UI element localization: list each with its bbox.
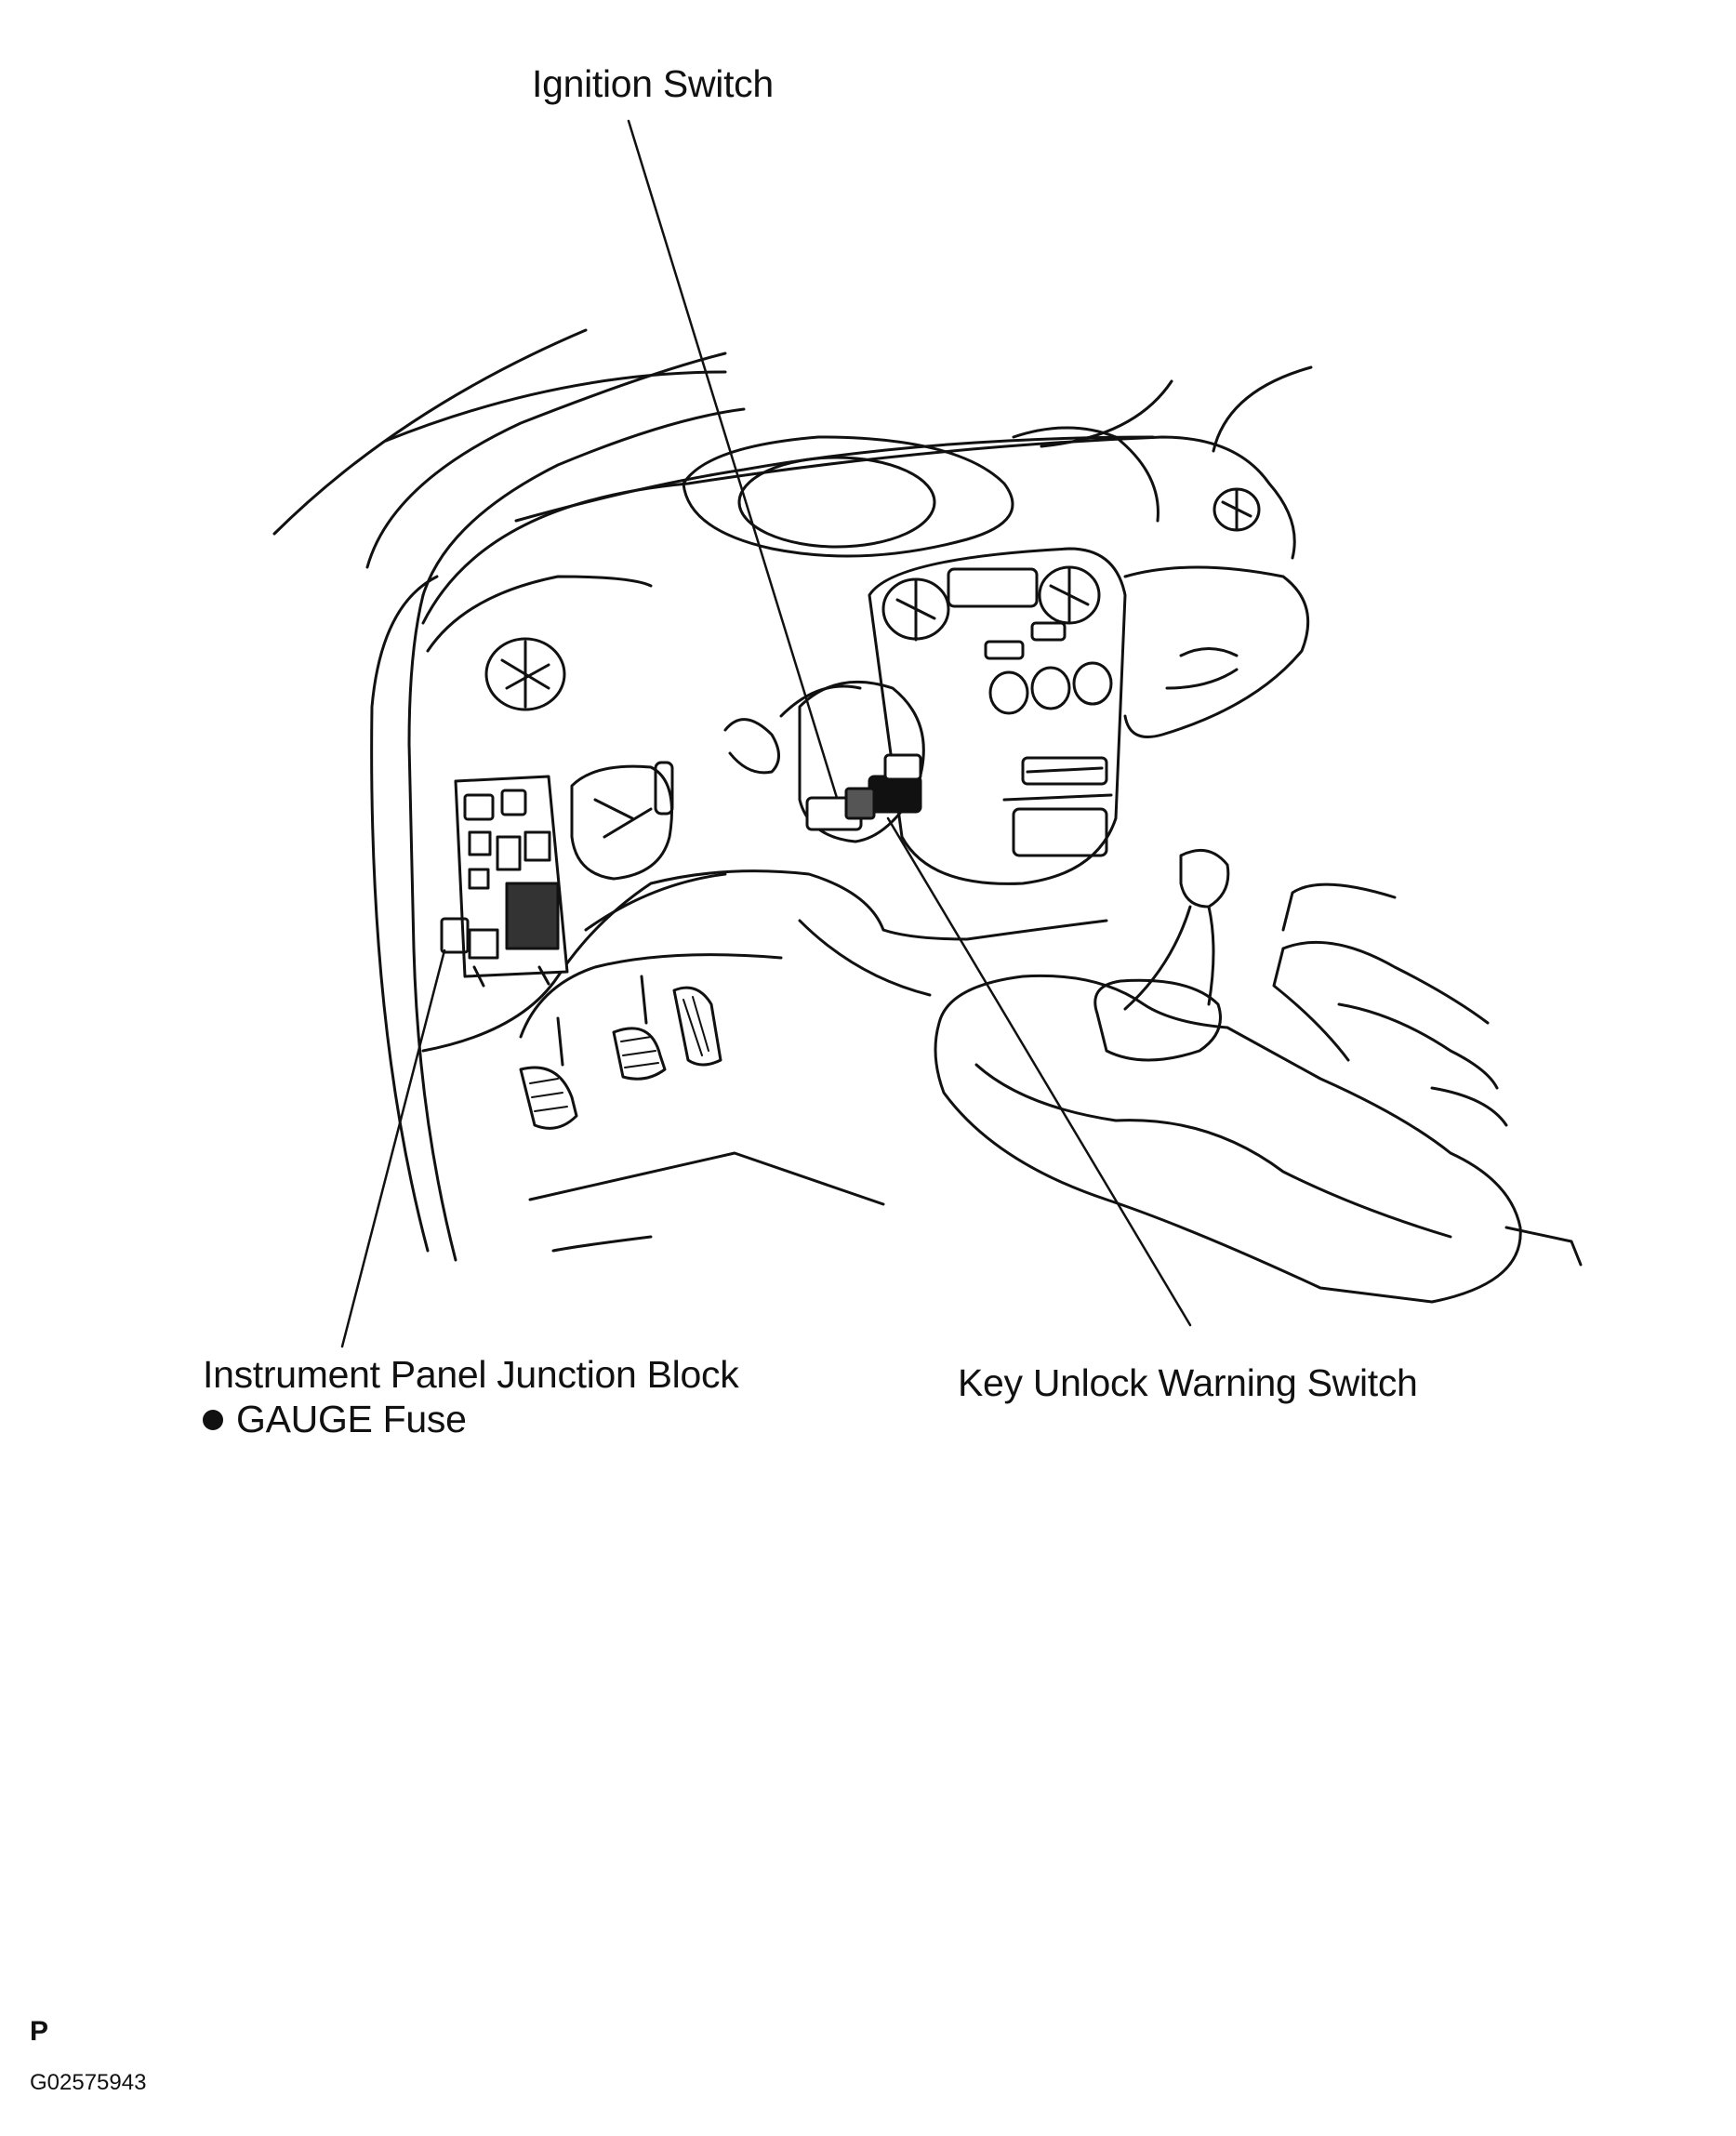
center-console	[934, 974, 1522, 1304]
shift-lever	[1123, 905, 1192, 1011]
cluster-hood	[682, 435, 1014, 558]
cluster-bezel	[1012, 426, 1160, 523]
cluster-gauge	[737, 456, 936, 549]
floor-line-1	[528, 1151, 885, 1206]
junction-block-body	[440, 775, 569, 988]
roof-line-inner	[384, 370, 727, 443]
radio-lower	[1012, 807, 1108, 857]
roof-right-2	[1212, 365, 1313, 453]
clutch-pedal	[519, 1016, 578, 1130]
a-pillar-inner	[421, 407, 746, 597]
dashboard-top	[421, 435, 1296, 625]
steering-column	[779, 684, 862, 718]
handbrake	[1337, 1002, 1499, 1090]
hvac-knob-3	[1072, 661, 1113, 706]
ignition-switch-label: Ignition Switch	[532, 62, 774, 105]
leader-key-unlock-switch	[886, 816, 1192, 1327]
footer-code: P	[30, 2016, 49, 2047]
leader-junction-block	[340, 949, 446, 1348]
dash-left-curve	[426, 575, 653, 653]
figure-id: G02575943	[30, 2070, 147, 2095]
glovebox-handle	[1179, 647, 1239, 657]
hvac-knob-1	[988, 670, 1029, 715]
knee-panel	[519, 953, 783, 1039]
hazard-button	[1030, 621, 1067, 642]
center-vent-right	[1038, 565, 1101, 625]
bullet-icon	[203, 1410, 223, 1430]
leader-ignition-switch	[627, 119, 839, 800]
junction-block-label: Instrument Panel Junction Block	[203, 1353, 739, 1396]
center-display	[947, 567, 1039, 608]
dashboard-upper	[514, 435, 1155, 523]
shift-knob	[1179, 848, 1230, 909]
center-stack	[868, 547, 1127, 885]
left-switch-panel	[570, 764, 673, 881]
console-base	[1504, 1226, 1583, 1267]
radio-unit	[1021, 756, 1108, 786]
key-unlock-warning-switch-label: Key Unlock Warning Switch	[958, 1361, 1418, 1404]
lower-dash-edge	[421, 869, 885, 1053]
gauge-fuse-text: GAUGE Fuse	[236, 1398, 467, 1440]
accelerator-pedal	[672, 986, 722, 1067]
wiper-stalk	[723, 718, 780, 775]
door-frame	[370, 575, 439, 1253]
door-frame-inner	[407, 593, 457, 1262]
shift-boot	[1093, 978, 1222, 1062]
hvac-knob-2	[1030, 666, 1071, 710]
roof-line	[272, 328, 588, 536]
ignition-switch-body	[805, 753, 922, 831]
console-inner	[974, 1063, 1452, 1239]
brake-pedal	[612, 975, 667, 1081]
left-vent	[484, 637, 566, 711]
a-pillar-outer	[365, 352, 727, 569]
floor-line-2	[551, 1235, 653, 1253]
right-dash	[1123, 565, 1310, 738]
gauge-fuse-label: GAUGE Fuse	[203, 1397, 467, 1441]
